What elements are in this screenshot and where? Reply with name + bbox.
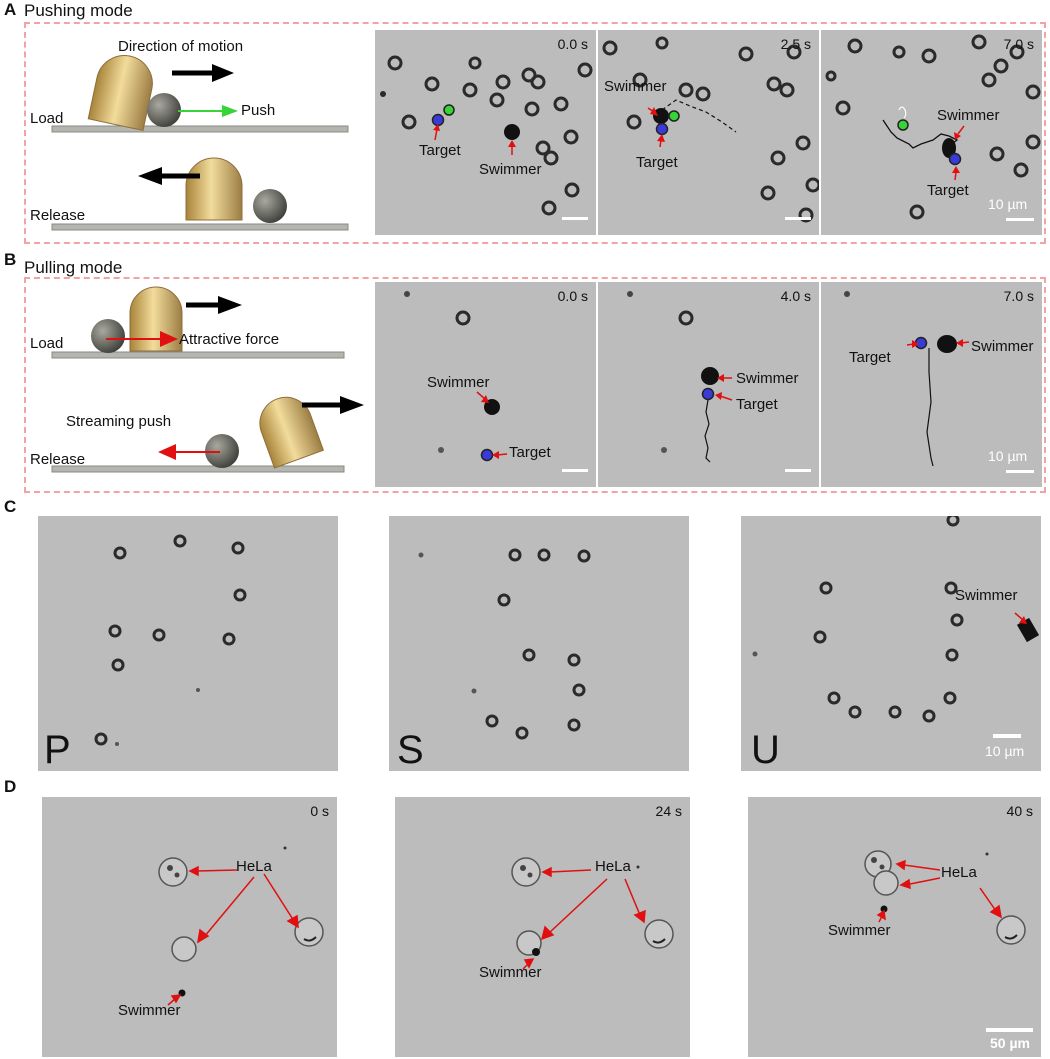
micrograph-b2 — [627, 291, 811, 472]
panel-d-frame-2: 24 s HeLa Swimmer — [395, 797, 690, 1057]
panel-a-frame — [24, 22, 1046, 244]
swimmer-label: Swimmer — [479, 161, 542, 178]
swimmer-label: Swimmer — [955, 587, 1018, 604]
target-label: Target — [636, 154, 678, 171]
target-label: Target — [927, 182, 969, 199]
panel-c-frame-u: U Swimmer 10 µm — [741, 516, 1041, 771]
release-label-b: Release — [30, 451, 86, 468]
time-label: 7.0 s — [1003, 36, 1034, 52]
pulling-schematic-drawing — [51, 286, 364, 473]
micrograph-a2 — [602, 36, 819, 223]
time-label: 0.0 s — [557, 36, 588, 52]
push-label: Push — [241, 102, 276, 119]
swimmer-label: Swimmer — [427, 374, 490, 391]
micrograph-b3 — [844, 291, 1034, 473]
panel-b-frame-2: 4.0 s Swimmer Target — [598, 282, 819, 487]
scale-bar-label: 10 µm — [985, 743, 1025, 759]
panel-a-frame-1: 0.0 s Target Swimmer — [375, 30, 596, 235]
micrograph-c-u — [752, 516, 1040, 738]
attractive-force-label: Attractive force — [179, 331, 280, 348]
time-label: 0 s — [310, 803, 329, 819]
streaming-push-label: Streaming push — [66, 413, 172, 430]
load-label-a: Load — [30, 110, 64, 127]
panel-b-title: Pulling mode — [24, 258, 123, 277]
panel-d-letter: D — [4, 777, 17, 796]
micrograph-c-s — [418, 548, 591, 740]
panel-b-frame-3: 7.0 s Target Swimmer 10 µm — [821, 282, 1042, 487]
direction-label: Direction of motion — [118, 38, 244, 55]
swimmer-label: Swimmer — [118, 1002, 181, 1019]
time-label: 24 s — [655, 803, 682, 819]
swimmer-label: Swimmer — [604, 78, 667, 95]
panel-a-title: Pushing mode — [24, 1, 133, 20]
panel-a-frame-3: 7.0 s Swimmer Target 10 µm — [821, 30, 1042, 235]
panel-c-letter: C — [4, 497, 17, 516]
time-label: 4.0 s — [780, 288, 811, 304]
micrograph-a3 — [825, 34, 1041, 221]
micrograph-a1 — [380, 55, 593, 220]
swimmer-label: Swimmer — [937, 107, 1000, 124]
target-label: Target — [849, 349, 891, 366]
micrograph-d2 — [511, 857, 674, 970]
target-label: Target — [419, 142, 461, 159]
hela-label: HeLa — [941, 864, 977, 881]
load-label-b: Load — [30, 335, 64, 352]
micrograph-d1 — [158, 846, 324, 1006]
panel-c-frame-s: S — [389, 516, 689, 771]
swimmer-label: Swimmer — [828, 922, 891, 939]
letter-u: U — [751, 728, 780, 771]
panel-b-frame — [24, 277, 1046, 493]
swimmer-label: Swimmer — [736, 370, 799, 387]
micrograph-b1 — [404, 291, 588, 472]
letter-p: P — [44, 728, 71, 771]
panel-d-frame-3: 40 s HeLa Swimmer 50 µm — [748, 797, 1041, 1057]
hela-label: HeLa — [595, 858, 631, 875]
panel-b-letter: B — [4, 250, 17, 269]
micrograph-c-p — [94, 534, 247, 746]
panel-b-frame-1: 0.0 s Swimmer Target — [375, 282, 596, 487]
swimmer-label: Swimmer — [971, 338, 1034, 355]
target-label: Target — [736, 396, 778, 413]
release-label-a: Release — [30, 207, 86, 224]
panel-c-frame-p: P — [38, 516, 338, 771]
janus-particle-load — [87, 55, 153, 132]
time-label: 2.5 s — [780, 36, 811, 52]
panel-a-frame-2: 2.5 s Swimmer Target — [598, 30, 819, 235]
scale-bar-label: 10 µm — [988, 448, 1028, 464]
panel-a-letter: A — [4, 0, 17, 19]
scale-bar-label: 10 µm — [988, 196, 1028, 212]
time-label: 40 s — [1006, 803, 1033, 819]
hela-label: HeLa — [236, 858, 272, 875]
micrograph-d3 — [864, 850, 1033, 1032]
letter-s: S — [397, 728, 424, 771]
time-label: 0.0 s — [557, 288, 588, 304]
panel-d-frame-1: 0 s HeLa Swimmer — [42, 797, 337, 1057]
pushing-schematic-drawing — [51, 55, 349, 231]
time-label: 7.0 s — [1003, 288, 1034, 304]
scale-bar-label: 50 µm — [990, 1035, 1030, 1051]
swimmer-label: Swimmer — [479, 964, 542, 981]
target-label: Target — [509, 444, 551, 461]
